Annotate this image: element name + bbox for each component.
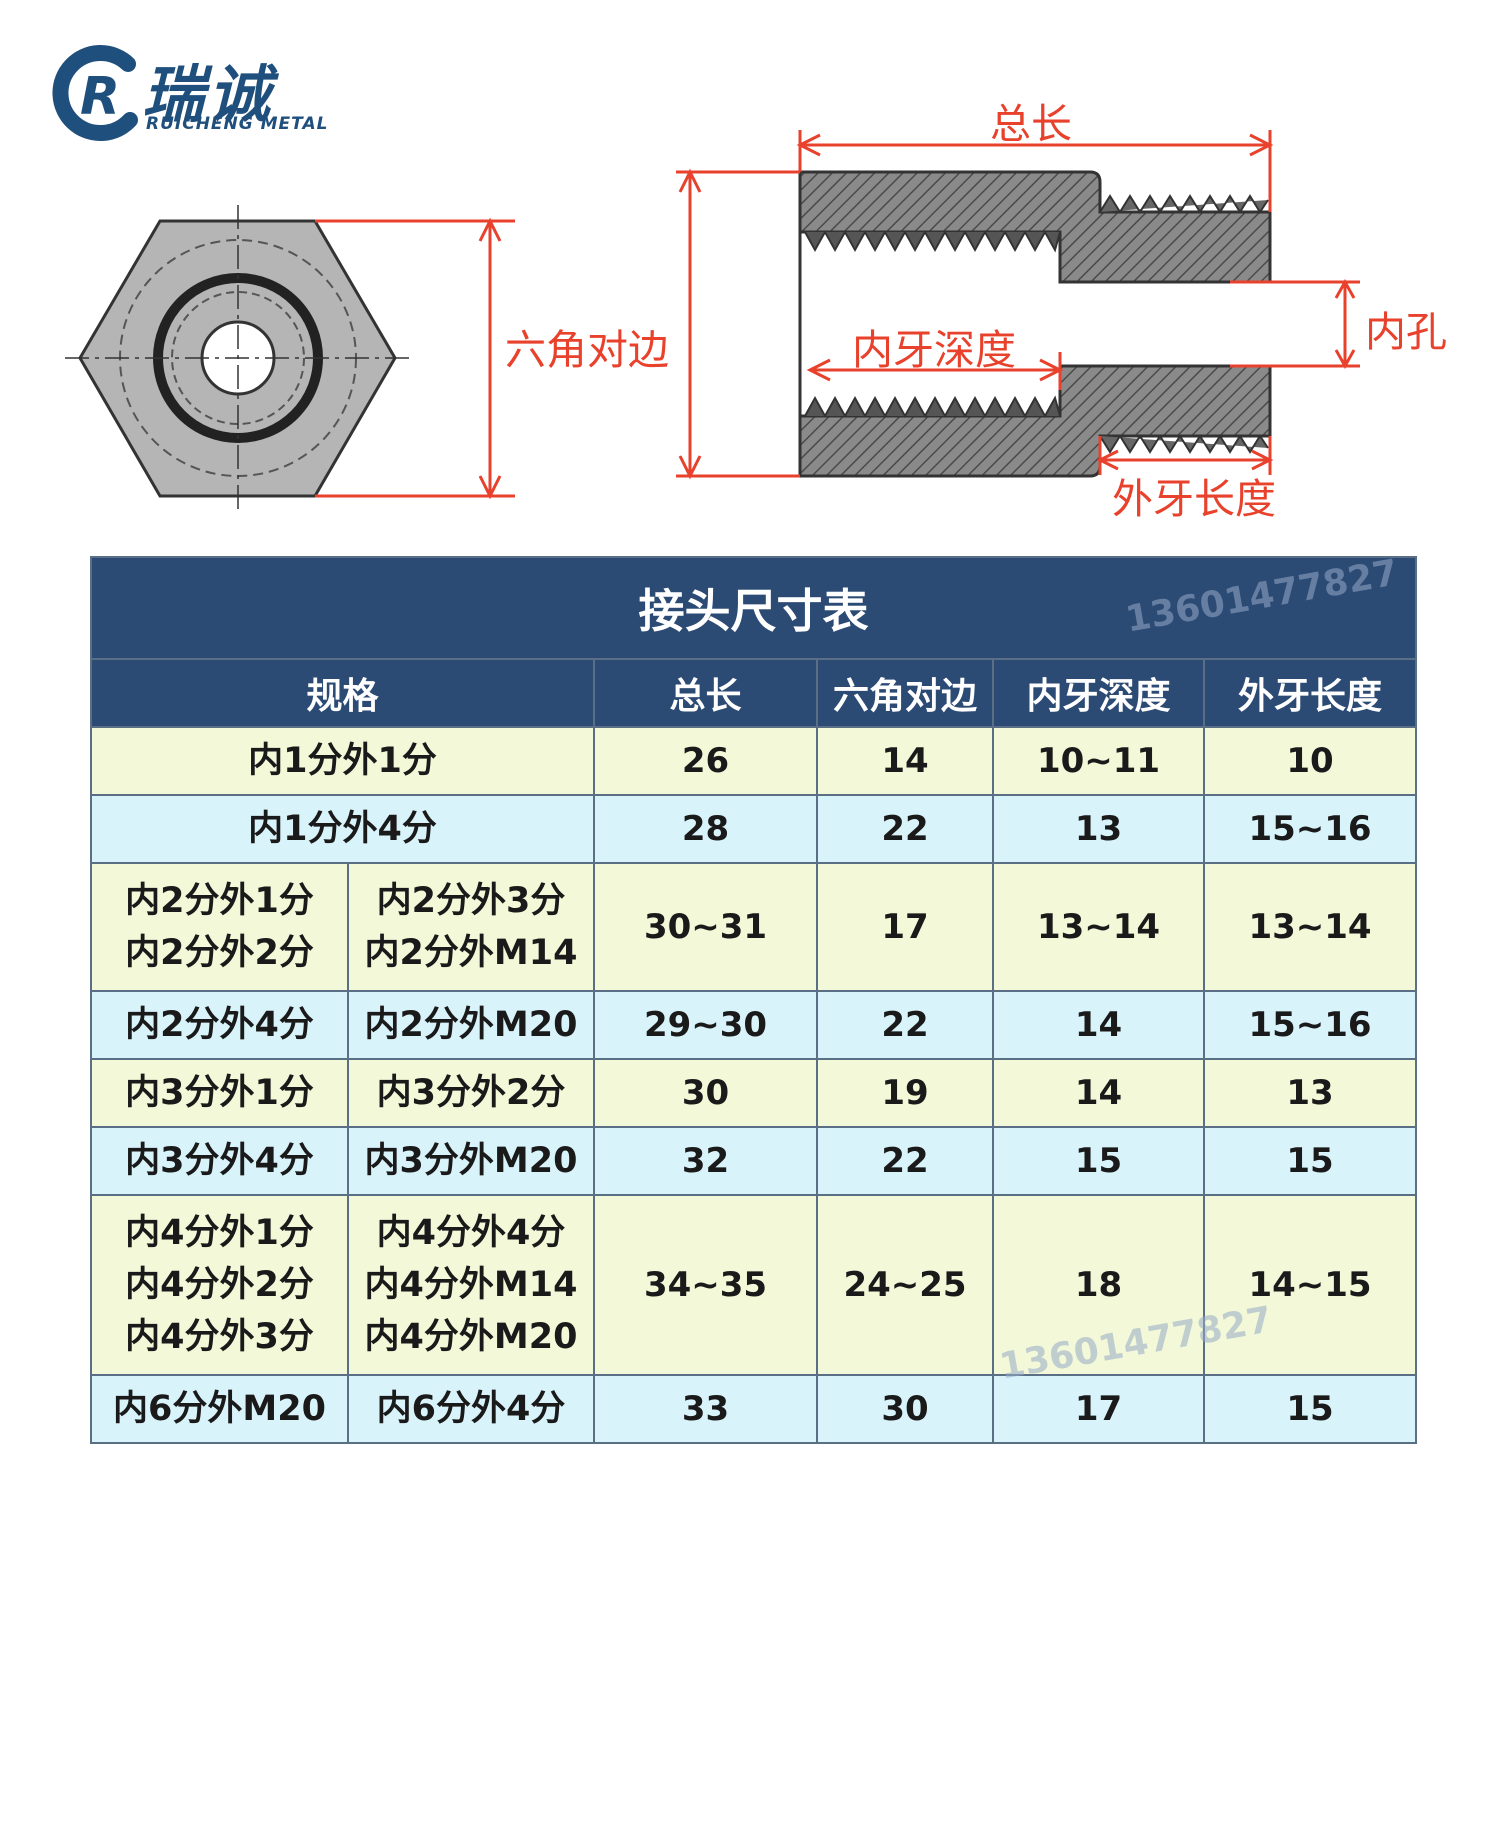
- total-cell: 28: [593, 794, 818, 864]
- depth-cell: 10~11: [992, 726, 1205, 796]
- outer-cell: 14~15: [1202, 1194, 1418, 1376]
- spec-line: 内4分外4分: [376, 1213, 566, 1253]
- total-cell: 33: [593, 1374, 818, 1444]
- table-title: 接头尺寸表 13601477827: [89, 552, 1418, 660]
- total-cell: 26: [593, 726, 818, 796]
- logo-mark: R: [80, 67, 120, 127]
- total-cell: 30: [593, 1058, 818, 1128]
- hex-cell: 17: [816, 862, 994, 992]
- spec-line: 内4分外1分: [125, 1213, 314, 1253]
- table-row: 内1分外1分 26 14 10~11 10: [90, 726, 1418, 796]
- depth-value: 18: [1074, 1265, 1123, 1305]
- depth-cell: 13~14: [992, 862, 1205, 992]
- outer-cell: 10: [1202, 726, 1418, 796]
- hex-cell: 14: [816, 726, 994, 796]
- table-row: 内2分外4分 内2分外M20 29~30 22 14 15~16: [90, 990, 1418, 1060]
- hex-cell: 30: [816, 1374, 994, 1444]
- spec-cell-a: 内2分外4分: [90, 990, 349, 1060]
- outer-cell: 15~16: [1202, 990, 1418, 1060]
- depth-cell: 14: [992, 990, 1205, 1060]
- spec-cell-a: 内3分外1分: [90, 1058, 349, 1128]
- table-row: 内3分外1分 内3分外2分 30 19 14 13: [90, 1058, 1418, 1128]
- table-row: 内3分外4分 内3分外M20 32 22 15 15: [90, 1126, 1418, 1196]
- spec-cell-a: 内6分外M20: [90, 1374, 349, 1444]
- spec-line: 内2分外2分: [125, 933, 314, 973]
- brand-name-en: RUICHENG METAL: [146, 114, 329, 134]
- outer-cell: 15: [1202, 1126, 1418, 1196]
- brand-name-cn: 瑞诚: [142, 58, 275, 131]
- spec-line: 内2分外3分: [376, 881, 566, 921]
- spec-cell-b: 内4分外4分 内4分外M14 内4分外M20: [347, 1194, 595, 1376]
- spec-cell-a: 内4分外1分 内4分外2分 内4分外3分: [90, 1194, 349, 1376]
- inner-depth-label: 内牙深度: [852, 326, 1016, 374]
- spec-line: 内2分外M14: [364, 933, 578, 973]
- outer-length-label: 外牙长度: [1112, 475, 1276, 523]
- table-title-text: 接头尺寸表: [638, 584, 869, 638]
- outer-cell: 15~16: [1202, 794, 1418, 864]
- table-row: 内4分外1分 内4分外2分 内4分外3分 内4分外4分 内4分外M14 内4分外…: [90, 1194, 1418, 1388]
- header-total-length: 总长: [593, 658, 818, 728]
- hex-cell: 24~25: [816, 1194, 994, 1376]
- spec-line: 内4分外3分: [125, 1317, 314, 1357]
- spec-line: 内4分外2分: [125, 1265, 314, 1305]
- header-spec: 规格: [90, 658, 595, 728]
- table-row: 内6分外M20 内6分外4分 33 30 17 15: [90, 1374, 1418, 1444]
- spec-line: 内2分外1分: [125, 881, 314, 921]
- depth-cell: 13: [992, 794, 1205, 864]
- spec-line: 内4分外M20: [364, 1317, 578, 1357]
- spec-cell-a: 内2分外1分 内2分外2分: [90, 862, 349, 992]
- brand-logo: R 瑞诚 RUICHENG METAL: [50, 42, 340, 152]
- depth-cell: 14: [992, 1058, 1205, 1128]
- total-cell: 32: [593, 1126, 818, 1196]
- spec-cell-b: 内2分外M20: [347, 990, 595, 1060]
- total-cell: 30~31: [593, 862, 818, 992]
- depth-cell: 15: [992, 1126, 1205, 1196]
- outer-cell: 15: [1202, 1374, 1418, 1444]
- hex-end-view: [65, 205, 515, 512]
- total-cell: 29~30: [593, 990, 818, 1060]
- hex-label: 六角对边: [505, 326, 669, 374]
- size-table: 接头尺寸表 13601477827 规格 总长 六角对边 内牙深度 外牙长度 内…: [89, 552, 1418, 1444]
- watermark: 13601477827: [1122, 552, 1401, 641]
- hex-cell: 22: [816, 794, 994, 864]
- total-cell: 34~35: [593, 1194, 818, 1376]
- spec-line: 内4分外M14: [364, 1265, 578, 1305]
- spec-cell-b: 内3分外2分: [347, 1058, 595, 1128]
- total-length-label: 总长: [990, 100, 1072, 148]
- spec-cell-b: 内6分外4分: [347, 1374, 595, 1444]
- header-hex: 六角对边: [816, 658, 994, 728]
- bore-label: 内孔: [1365, 308, 1447, 356]
- spec-cell-b: 内2分外3分 内2分外M14: [347, 862, 595, 992]
- table-row: 内2分外1分 内2分外2分 内2分外3分 内2分外M14 30~31 17 13…: [90, 862, 1418, 992]
- depth-cell: 18 13601477827: [992, 1194, 1275, 1388]
- spec-cell-b: 内3分外M20: [347, 1126, 595, 1196]
- header-outer-length: 外牙长度: [1202, 658, 1418, 728]
- spec-cell: 内1分外4分: [90, 794, 595, 864]
- hex-cell: 19: [816, 1058, 994, 1128]
- ruicheng-logo-icon: R: [52, 45, 138, 141]
- outer-cell: 13: [1202, 1058, 1418, 1128]
- header-inner-depth: 内牙深度: [992, 658, 1205, 728]
- side-section-view: [676, 130, 1360, 480]
- depth-cell: 17: [992, 1374, 1205, 1444]
- outer-cell: 13~14: [1202, 862, 1418, 992]
- fitting-diagram: 六角对边 总长 内牙深度 内孔 外牙长度: [0, 0, 1500, 540]
- table-row: 内1分外4分 28 22 13 15~16: [90, 794, 1418, 864]
- hex-cell: 22: [816, 1126, 994, 1196]
- spec-cell: 内1分外1分: [90, 726, 595, 796]
- spec-cell-a: 内3分外4分: [90, 1126, 349, 1196]
- hex-cell: 22: [816, 990, 994, 1060]
